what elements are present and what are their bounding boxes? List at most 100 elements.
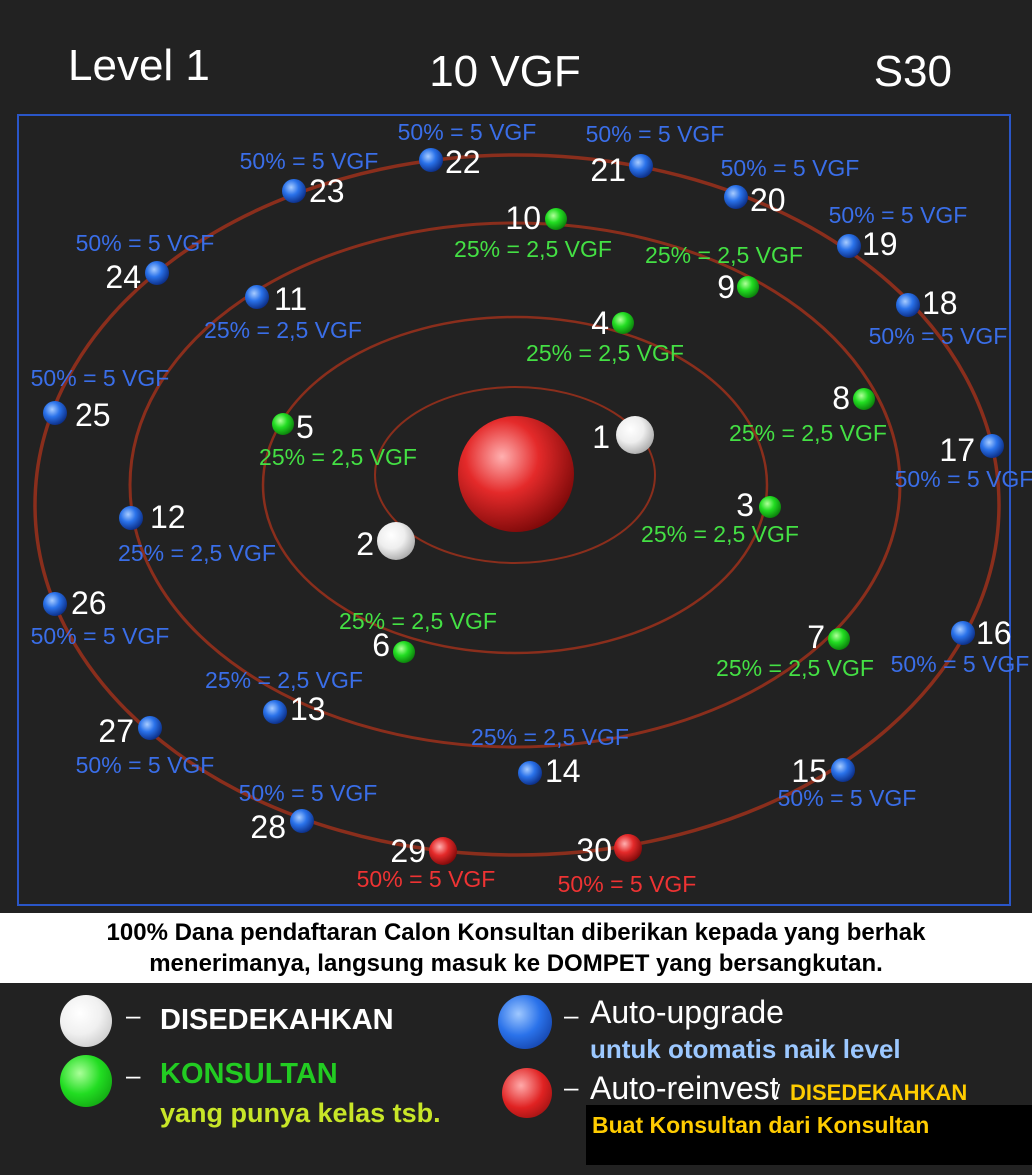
legend-note-box bbox=[586, 1105, 1032, 1165]
node-27-ball bbox=[138, 716, 162, 740]
legend-green-label: KONSULTAN bbox=[160, 1058, 338, 1090]
node-27: 50% = 5 VGF 27 bbox=[76, 713, 215, 778]
node-30-ball bbox=[614, 834, 642, 862]
node-14-label: 25% = 2,5 VGF bbox=[471, 724, 629, 750]
node-29-label: 50% = 5 VGF bbox=[357, 866, 496, 892]
node-19-ball bbox=[837, 234, 861, 258]
node-18-number: 18 bbox=[922, 285, 958, 321]
node-18-ball bbox=[896, 293, 920, 317]
node-16-number: 16 bbox=[976, 615, 1012, 651]
node-13-ball bbox=[263, 700, 287, 724]
node-9-ball bbox=[737, 276, 759, 298]
orbit-ring-2 bbox=[261, 315, 769, 655]
legend-blue-label: Auto-upgrade bbox=[590, 994, 784, 1030]
node-4-ball bbox=[612, 312, 634, 334]
node-14-ball bbox=[518, 761, 542, 785]
code-title: S30 bbox=[873, 47, 952, 96]
legend-green-sub: yang punya kelas tsb. bbox=[160, 1098, 441, 1128]
node-29-ball bbox=[429, 837, 457, 865]
node-11-ball bbox=[245, 285, 269, 309]
node-24-ball bbox=[145, 261, 169, 285]
orbit-rings bbox=[33, 153, 1001, 857]
orbit-ring-1 bbox=[374, 386, 656, 564]
node-4-number: 4 bbox=[591, 305, 609, 341]
legend-dash: – bbox=[126, 1060, 141, 1090]
node-5-ball bbox=[272, 413, 294, 435]
node-10-label: 25% = 2,5 VGF bbox=[454, 236, 612, 262]
node-17-label: 50% = 5 VGF bbox=[895, 466, 1032, 492]
node-23-label: 50% = 5 VGF bbox=[240, 148, 379, 174]
node-20-ball bbox=[724, 185, 748, 209]
node-6-ball bbox=[393, 641, 415, 663]
node-8-number: 8 bbox=[832, 380, 850, 416]
node-24-label: 50% = 5 VGF bbox=[76, 230, 215, 256]
node-28-label: 50% = 5 VGF bbox=[239, 780, 378, 806]
node-11-label: 25% = 2,5 VGF bbox=[204, 317, 362, 343]
node-27-label: 50% = 5 VGF bbox=[76, 752, 215, 778]
node-28-ball bbox=[290, 809, 314, 833]
node-8-label: 25% = 2,5 VGF bbox=[729, 420, 887, 446]
green-ball-icon bbox=[60, 1055, 112, 1107]
node-7-ball bbox=[828, 628, 850, 650]
node-25-label: 50% = 5 VGF bbox=[31, 365, 170, 391]
node-2: 2 bbox=[356, 522, 415, 562]
node-27-number: 27 bbox=[98, 713, 134, 749]
info-line-1: 100% Dana pendaftaran Calon Konsultan di… bbox=[106, 919, 926, 946]
node-8-ball bbox=[853, 388, 875, 410]
node-12-label: 25% = 2,5 VGF bbox=[118, 540, 276, 566]
orbit-ring-3 bbox=[128, 221, 902, 749]
node-3-ball bbox=[759, 496, 781, 518]
node-12-ball bbox=[119, 506, 143, 530]
node-23-number: 23 bbox=[309, 173, 345, 209]
amount-title: 10 VGF bbox=[429, 47, 581, 96]
node-7-label: 25% = 2,5 VGF bbox=[716, 655, 874, 681]
node-21-number: 21 bbox=[590, 152, 626, 188]
blue-ball-icon bbox=[498, 995, 552, 1049]
node-5-number: 5 bbox=[296, 409, 314, 445]
node-30-label: 50% = 5 VGF bbox=[558, 871, 697, 897]
node-24-number: 24 bbox=[105, 259, 141, 295]
info-line-2: menerimanya, langsung masuk ke DOMPET ya… bbox=[149, 950, 883, 977]
node-8: 25% = 2,5 VGF 8 bbox=[729, 380, 887, 446]
node-17-ball bbox=[980, 434, 1004, 458]
node-6-label: 25% = 2,5 VGF bbox=[339, 608, 497, 634]
node-12-number: 12 bbox=[150, 499, 186, 535]
node-20-label: 50% = 5 VGF bbox=[721, 155, 860, 181]
node-24: 50% = 5 VGF 24 bbox=[76, 230, 215, 295]
node-26-number: 26 bbox=[71, 585, 107, 621]
node-25-ball bbox=[43, 401, 67, 425]
node-23-ball bbox=[282, 179, 306, 203]
node-25-number: 25 bbox=[75, 397, 111, 433]
node-22-number: 22 bbox=[445, 144, 481, 180]
node-18-label: 50% = 5 VGF bbox=[869, 323, 1008, 349]
node-2-ball bbox=[377, 522, 415, 560]
node-7-number: 7 bbox=[807, 619, 825, 655]
node-2-number: 2 bbox=[356, 526, 374, 562]
node-29-number: 29 bbox=[390, 833, 426, 869]
legend-red-slash: / bbox=[774, 1080, 781, 1105]
node-3-number: 3 bbox=[736, 487, 754, 523]
node-3-label: 25% = 2,5 VGF bbox=[641, 521, 799, 547]
node-11-number: 11 bbox=[274, 281, 307, 317]
node-19-number: 19 bbox=[862, 226, 898, 262]
node-9-label: 25% = 2,5 VGF bbox=[645, 242, 803, 268]
